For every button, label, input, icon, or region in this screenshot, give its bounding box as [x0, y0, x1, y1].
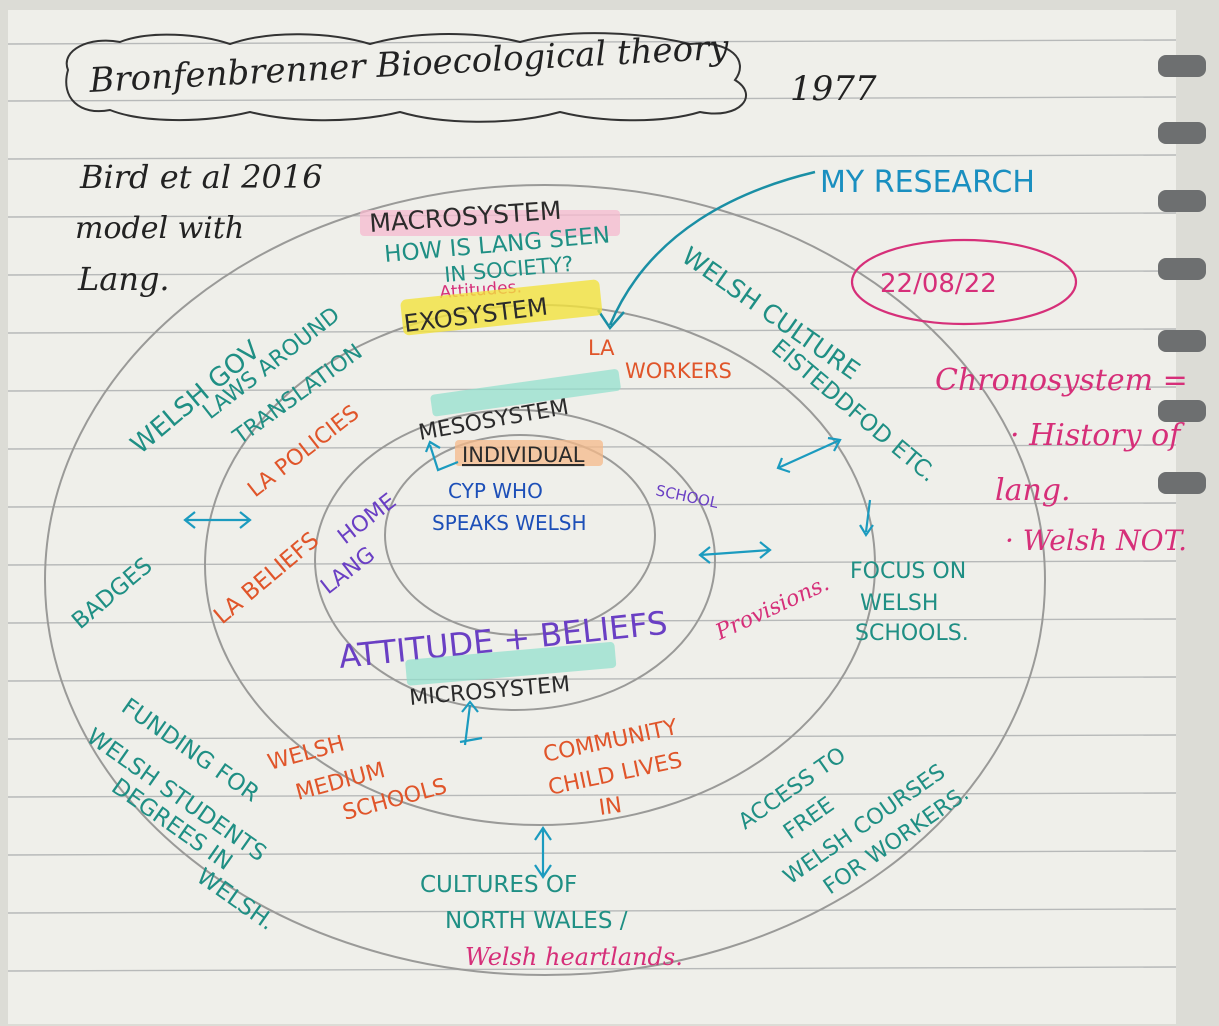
mesosystem-highlight — [430, 369, 621, 417]
note-line-2: model with — [75, 211, 244, 246]
focus-down-arrow — [859, 499, 874, 538]
chronosystem-item-1: · History of — [1010, 418, 1185, 453]
eisteddfod-arrow — [776, 436, 842, 474]
title-cloud — [65, 32, 747, 123]
connection-arrows — [183, 436, 874, 879]
individual-line-2: SPEAKS WELSH — [432, 511, 587, 535]
cultures-line-2: NORTH WALES / — [445, 908, 628, 934]
exosystem-highlight — [400, 279, 603, 336]
cultures-arrow — [534, 826, 552, 879]
macrosystem-ring — [44, 184, 1046, 976]
date-circle — [850, 238, 1078, 326]
individual-ring — [384, 434, 656, 636]
research-date: 22/08/22 — [880, 269, 997, 299]
focus-line-3: SCHOOLS. — [855, 621, 969, 646]
note-line-1: Bird et al 2016 — [79, 158, 323, 196]
la-workers-2: WORKERS — [625, 359, 732, 383]
my-research-label: MY RESEARCH — [820, 165, 1035, 200]
individual-meso-arrow — [424, 440, 459, 472]
individual-heading: INDIVIDUAL — [462, 443, 585, 467]
microsystem-highlight — [405, 642, 617, 686]
community-3: IN — [597, 793, 623, 821]
individual-highlight — [455, 440, 603, 466]
individual-line-1: CYP WHO — [448, 479, 543, 503]
cultures-line-1: CULTURES OF — [420, 872, 577, 898]
my-research-arrow — [596, 170, 816, 331]
note-line-3: Lang. — [77, 260, 170, 298]
chronosystem-item-2: lang. — [995, 473, 1071, 508]
chronosystem-item-3: · Welsh NOT. — [1005, 524, 1187, 557]
mesosystem-ring — [314, 409, 716, 711]
spiral-binding — [1158, 55, 1206, 494]
welsh-heartlands: Welsh heartlands. — [465, 943, 683, 971]
focus-line-1: FOCUS ON — [850, 559, 966, 584]
title-year: 1977 — [790, 69, 877, 109]
la-workers-1: LA — [588, 336, 615, 360]
macrosystem-highlight — [360, 210, 620, 236]
chronosystem-heading: Chronosystem = — [935, 363, 1188, 398]
badges-policies-arrow — [183, 511, 252, 529]
provisions-focus-arrow — [698, 541, 772, 564]
micro-arrow — [459, 700, 483, 746]
focus-line-2: WELSH — [860, 591, 938, 616]
